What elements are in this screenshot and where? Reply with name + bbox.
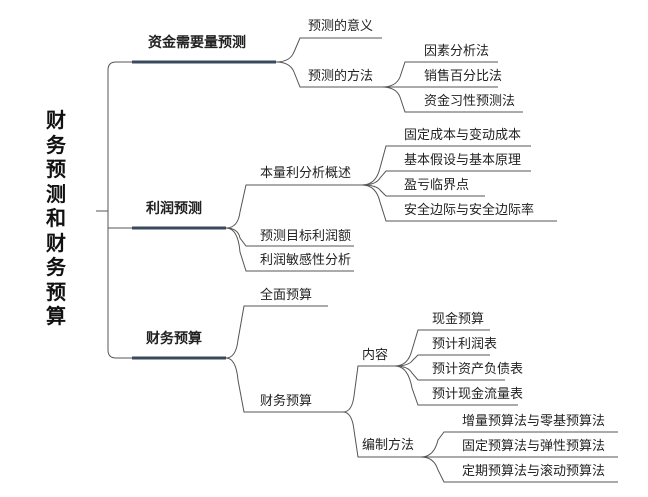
node-incremental-zero-based[interactable]: 增量预算法与零基预算法 bbox=[462, 414, 606, 429]
node-assumptions[interactable]: 基本假设与基本原理 bbox=[404, 153, 522, 168]
node-fixed-flexible[interactable]: 固定预算法与弹性预算法 bbox=[462, 439, 606, 454]
node-target-profit[interactable]: 预测目标利润额 bbox=[260, 229, 352, 244]
node-funds-habit[interactable]: 资金习性预测法 bbox=[424, 94, 516, 109]
node-comprehensive-budget[interactable]: 全面预算 bbox=[260, 288, 313, 303]
node-financial-budget[interactable]: 财务预算 bbox=[260, 394, 313, 409]
node-forecast-meaning[interactable]: 预测的意义 bbox=[308, 19, 374, 34]
node-projected-cashflow[interactable]: 预计现金流量表 bbox=[432, 387, 524, 402]
node-periodic-rolling[interactable]: 定期预算法与滚动预算法 bbox=[462, 464, 606, 479]
node-fixed-variable-cost[interactable]: 固定成本与变动成本 bbox=[404, 128, 522, 143]
node-factor-analysis[interactable]: 因素分析法 bbox=[424, 44, 490, 59]
node-breakeven[interactable]: 盈亏临界点 bbox=[404, 178, 470, 193]
node-content[interactable]: 内容 bbox=[362, 348, 389, 363]
branch-profit-forecast[interactable]: 利润预测 bbox=[146, 201, 202, 217]
root-topic[interactable]: 财务预测和财务预算 bbox=[46, 108, 66, 328]
node-forecast-methods[interactable]: 预测的方法 bbox=[308, 69, 374, 84]
node-preparation-methods[interactable]: 编制方法 bbox=[362, 438, 415, 453]
node-cash-budget[interactable]: 现金预算 bbox=[432, 312, 485, 327]
branch-funds-forecast[interactable]: 资金需要量预测 bbox=[148, 35, 246, 51]
node-projected-income[interactable]: 预计利润表 bbox=[432, 337, 498, 352]
node-sales-percentage[interactable]: 销售百分比法 bbox=[424, 69, 503, 84]
node-cvp-overview[interactable]: 本量利分析概述 bbox=[260, 166, 352, 181]
branch-financial-budget[interactable]: 财务预算 bbox=[146, 331, 202, 347]
node-safety-margin[interactable]: 安全边际与安全边际率 bbox=[404, 203, 535, 218]
node-profit-sensitivity[interactable]: 利润敏感性分析 bbox=[260, 253, 352, 268]
node-projected-balance[interactable]: 预计资产负债表 bbox=[432, 362, 524, 377]
